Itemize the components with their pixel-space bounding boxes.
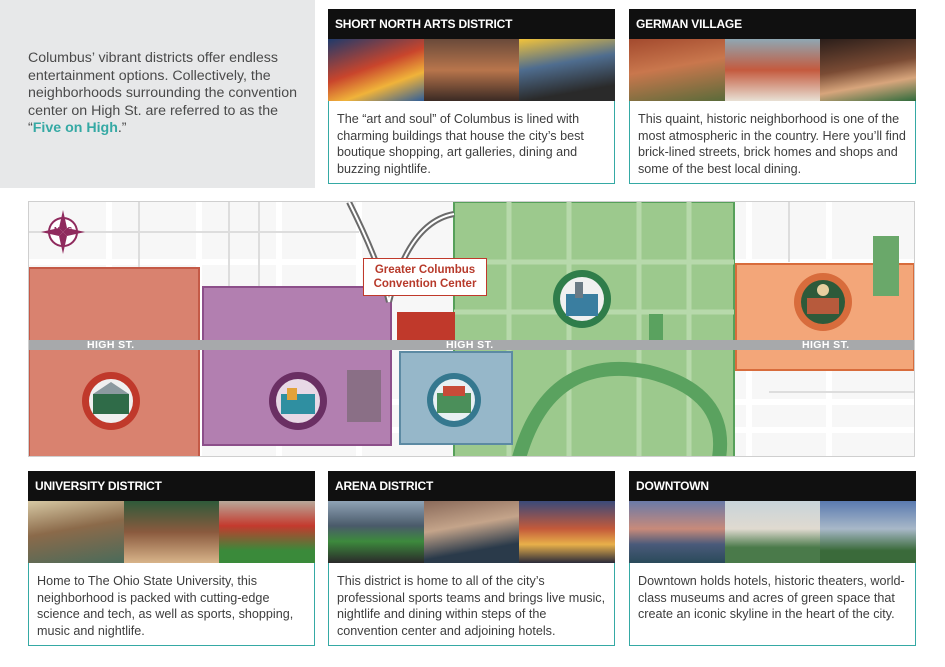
arena-photo-3 [519,501,616,563]
intro-text: Columbus’ vibrant districts offer endles… [28,50,298,138]
arena-badge-icon [427,373,481,427]
intro-text-end: .” [117,120,127,136]
german-village-badge-icon [794,273,852,331]
arena-photo-2 [423,501,520,563]
university-photo-2 [123,501,220,563]
downtown-photo-1 [629,501,725,563]
german-village-photo-2 [724,39,821,101]
university-photo-1 [28,501,124,563]
arena-card: ARENA DISTRICT This district is home to … [328,471,616,646]
university-photos [28,501,316,563]
arena-title: ARENA DISTRICT [328,471,615,501]
university-badge-icon [82,372,140,430]
short-north-description: The “art and soul” of Columbus is lined … [328,101,615,184]
german-village-description: This quaint, historic neighborhood is on… [629,101,916,184]
scioto-river-bend [512,361,728,456]
downtown-photo-3 [820,501,917,563]
university-card: UNIVERSITY DISTRICT Home to The Ohio Sta… [28,471,316,646]
five-on-high-highlight: Five on High [32,120,118,136]
downtown-badge-icon [553,270,611,328]
arena-photo-1 [328,501,424,563]
short-north-photo-1 [328,39,424,101]
university-photo-3 [219,501,316,563]
downtown-photos [629,501,917,563]
german-village-title: GERMAN VILLAGE [629,9,916,39]
university-description: Home to The Ohio State University, this … [28,563,315,646]
downtown-card: DOWNTOWN Downtown holds hotels, historic… [629,471,917,646]
downtown-photo-2 [724,501,821,563]
high-st-label-west: HIGH ST. [87,339,135,351]
short-north-photo-3 [519,39,616,101]
high-street-road [29,340,914,350]
downtown-title: DOWNTOWN [629,471,916,501]
intro-text-main: Columbus’ vibrant districts offer endles… [28,50,297,136]
german-village-photo-1 [629,39,725,101]
high-st-label-center: HIGH ST. [446,339,494,351]
compass-n-label: N [54,226,61,235]
german-village-card: GERMAN VILLAGE This quaint, historic nei… [629,9,917,184]
downtown-description: Downtown holds hotels, historic theaters… [629,563,916,646]
compass-icon [41,210,85,254]
arena-photos [328,501,616,563]
map-graphic [29,202,914,456]
compass-s-label: S [67,226,73,235]
german-village-photo-3 [820,39,917,101]
convention-center-block [397,312,455,344]
university-title: UNIVERSITY DISTRICT [28,471,315,501]
minor-streets [29,202,914,393]
short-north-title: SHORT NORTH ARTS DISTRICT [328,9,615,39]
park-block [649,314,663,340]
high-st-label-east: HIGH ST. [802,339,850,351]
short-north-badge-icon [269,372,327,430]
short-north-photo-2 [423,39,520,101]
german-village-photos [629,39,917,101]
short-north-card: SHORT NORTH ARTS DISTRICT The “art and s… [328,9,616,184]
short-north-building [347,370,381,422]
convention-center-label: Greater Columbus Convention Center [363,258,487,296]
short-north-photos [328,39,616,101]
arena-description: This district is home to all of the city… [328,563,615,646]
german-village-park [873,236,899,296]
district-map: HIGH ST. HIGH ST. HIGH ST. N S Greater C… [28,201,915,457]
intro-panel: Columbus’ vibrant districts offer endles… [0,0,315,188]
